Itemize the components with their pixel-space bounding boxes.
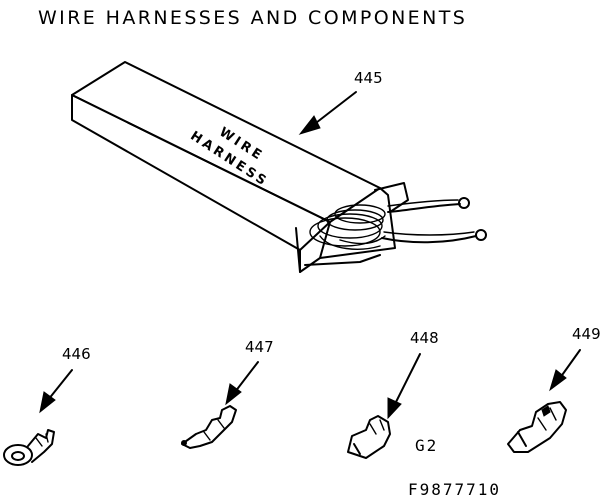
callout-449: 449 <box>572 325 601 343</box>
figure-code: F9877710 <box>408 480 501 498</box>
callout-arrow-448 <box>387 353 421 420</box>
wire-harness-box <box>71 61 409 273</box>
group-code: G2 <box>415 436 438 455</box>
callout-arrow-446 <box>39 369 73 414</box>
coiled-wires <box>309 197 487 250</box>
callout-446: 446 <box>62 345 91 363</box>
callout-447: 447 <box>245 338 274 356</box>
callout-arrow-445 <box>298 91 357 135</box>
ring-terminal-446 <box>3 429 55 466</box>
diagram-title: WIRE HARNESSES AND COMPONENTS <box>38 7 467 29</box>
callout-arrow-447 <box>225 361 259 406</box>
callout-448: 448 <box>410 329 439 347</box>
quick-connect-terminal-449 <box>507 401 567 453</box>
flat-terminal-448 <box>347 415 391 459</box>
fork-terminal-447 <box>181 405 237 449</box>
callout-arrow-449 <box>549 349 581 392</box>
callout-445: 445 <box>354 69 383 87</box>
